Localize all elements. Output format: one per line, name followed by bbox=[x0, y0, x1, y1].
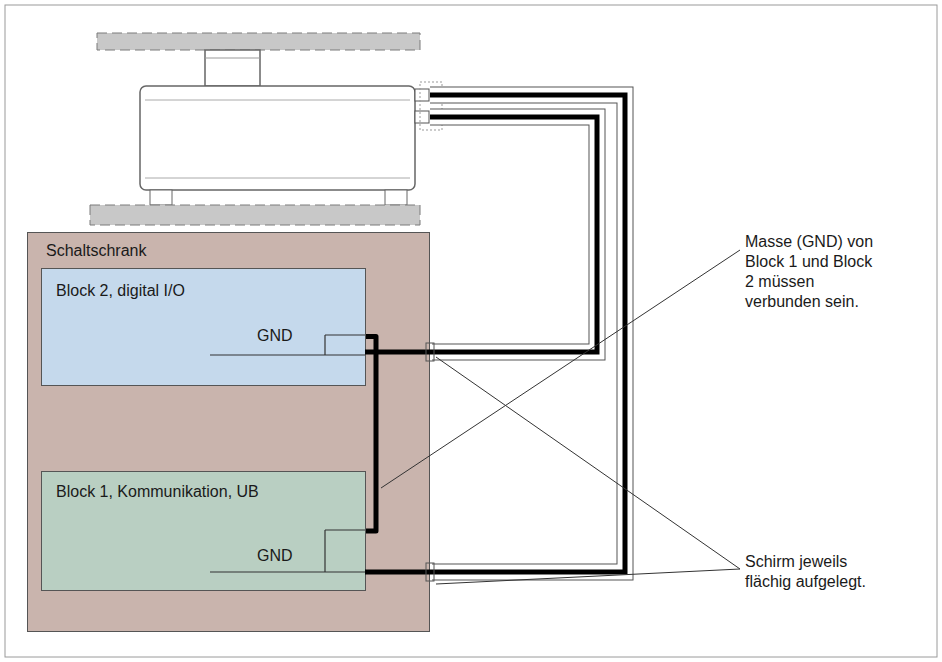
sensor-foot bbox=[150, 190, 172, 205]
gnd-line bbox=[325, 529, 365, 530]
shield-clamp bbox=[426, 343, 434, 361]
sensor-foot bbox=[385, 190, 407, 205]
leader-line bbox=[436, 357, 740, 569]
sensor-body bbox=[140, 86, 415, 190]
block-title: Schaltschrank bbox=[46, 241, 147, 260]
connector-housing bbox=[420, 82, 442, 130]
outer-frame bbox=[5, 5, 937, 657]
gnd-line bbox=[210, 571, 365, 572]
block-box: Block 2, digital I/O GND bbox=[41, 268, 366, 386]
leader-line bbox=[381, 250, 740, 488]
ground-connection bbox=[366, 336, 376, 531]
cable bbox=[365, 117, 597, 352]
body-edge bbox=[145, 178, 410, 179]
cable bbox=[365, 95, 625, 572]
load-button-edge bbox=[205, 58, 260, 59]
base-plate bbox=[90, 205, 420, 225]
gnd-line bbox=[210, 354, 365, 355]
block-box: Block 1, Kommunikation, UB GND bbox=[41, 471, 366, 591]
cabinet-box: SchaltschrankBlock 2, digital I/OGNDBloc… bbox=[27, 232, 430, 632]
top-plate bbox=[97, 33, 420, 50]
shield-clamp bbox=[426, 563, 434, 581]
signal-name: GND bbox=[257, 546, 293, 565]
cable-shield bbox=[430, 95, 625, 572]
gnd-line bbox=[324, 530, 325, 572]
block-title: Block 1, Kommunikation, UB bbox=[56, 482, 259, 501]
cable-shield bbox=[430, 95, 625, 572]
connector bbox=[415, 111, 429, 123]
block-title: Block 2, digital I/O bbox=[56, 281, 185, 300]
annotation-note: Schirm jeweils flächig aufgelegt. bbox=[745, 552, 885, 592]
body-edge bbox=[145, 100, 410, 101]
connector bbox=[415, 89, 429, 101]
gnd-line bbox=[325, 334, 365, 335]
cable-shield bbox=[430, 117, 597, 352]
leader-line bbox=[436, 569, 740, 584]
load-button bbox=[205, 50, 260, 86]
cable-shield bbox=[430, 117, 597, 352]
signal-name: GND bbox=[257, 326, 293, 345]
gnd-line bbox=[324, 335, 325, 355]
annotation-note: Masse (GND) von Block 1 und Block 2 müss… bbox=[745, 232, 885, 312]
